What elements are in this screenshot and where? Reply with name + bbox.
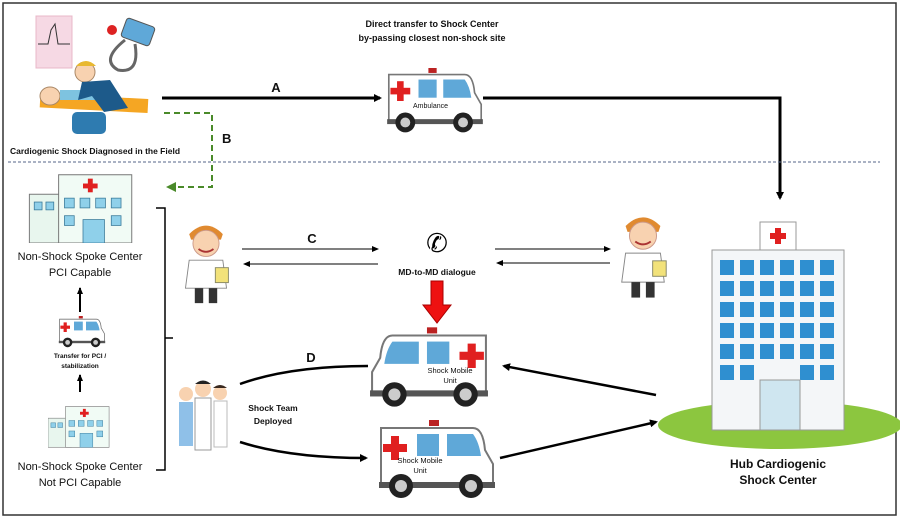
hub-window [780,323,794,338]
hub-window [780,281,794,296]
hub-window [780,260,794,275]
hub-window [760,302,774,317]
hub-window [760,260,774,275]
hub-window [740,260,754,275]
path-d-curve-top [239,364,369,386]
hub-to-mobile-unit-arrow [502,363,657,397]
mobile-unit-label-line1: Shock Mobile [427,366,472,375]
red-down-arrow [421,280,453,324]
spoke-pci-label-line2: PCI Capable [49,267,111,279]
hub-window [720,323,734,338]
phone-icon: ✆ [426,229,448,259]
hub-window [820,365,834,380]
hub-window [720,302,734,317]
hub-window [760,344,774,359]
spoke-pci-label-line1: Non-Shock Spoke Center [18,251,143,263]
hub-window [800,365,814,380]
hub-window [820,281,834,296]
hub-window [740,281,754,296]
hub-window [760,281,774,296]
ambulance-icon [386,68,484,134]
path-c-label: C [307,231,317,246]
mobile-unit-label-bottom-line2: Unit [413,466,427,475]
hub-window [740,344,754,359]
transfer-label-line1: Transfer for PCI / [54,353,107,360]
hub-window [780,344,794,359]
transfer-label-line2: stabilization [61,363,99,370]
ecg-strip-icon [35,15,73,69]
dialogue-label: MD-to-MD dialogue [398,267,476,277]
hub-window [720,365,734,380]
hub-hospital-icon [658,221,900,449]
hub-window [800,344,814,359]
ambulance-icon-small [58,316,106,348]
hub-window [820,302,834,317]
path-a-label: A [271,80,281,95]
hub-window [720,281,734,296]
direct-transfer-caption-line2: by-passing closest non-shock site [358,33,505,43]
blood-pressure-cuff-icon [107,17,156,72]
path-d-label: D [306,350,315,365]
team-label-line1: Shock Team [248,403,298,413]
path-a-to-hub-arrow [483,96,784,200]
hub-label-line2: Shock Center [739,473,817,487]
mobile-unit-label-line2: Unit [443,376,457,385]
spoke-nopci-label-line2: Not PCI Capable [39,477,122,489]
hub-window [820,323,834,338]
hub-window [760,323,774,338]
path-b-arrow [164,112,213,192]
hub-window [740,323,754,338]
path-d-curve-bottom [239,440,368,462]
paramedic-patient-icon [39,61,149,134]
hub-window [800,260,814,275]
mobile-unit-to-hub-arrow [499,419,658,460]
hub-window [740,302,754,317]
spoke-bracket [156,207,166,471]
hub-window [800,323,814,338]
hub-window [780,302,794,317]
team-label-line2: Deployed [254,416,292,426]
hub-label-line1: Hub Cardiogenic [730,457,826,471]
hub-window [720,344,734,359]
hub-window [800,281,814,296]
ambulance-label: Ambulance [413,103,448,110]
hub-window [720,260,734,275]
path-b-label: B [222,131,231,146]
hub-window [820,260,834,275]
medical-team-icon [179,380,228,451]
hub-window [820,344,834,359]
hub-window [740,365,754,380]
spoke-nopci-label-line1: Non-Shock Spoke Center [18,461,143,473]
hub-window [800,302,814,317]
direct-transfer-caption-line1: Direct transfer to Shock Center [365,19,499,29]
field-caption: Cardiogenic Shock Diagnosed in the Field [10,146,180,156]
mobile-unit-label-bottom-line1: Shock Mobile [397,456,442,465]
